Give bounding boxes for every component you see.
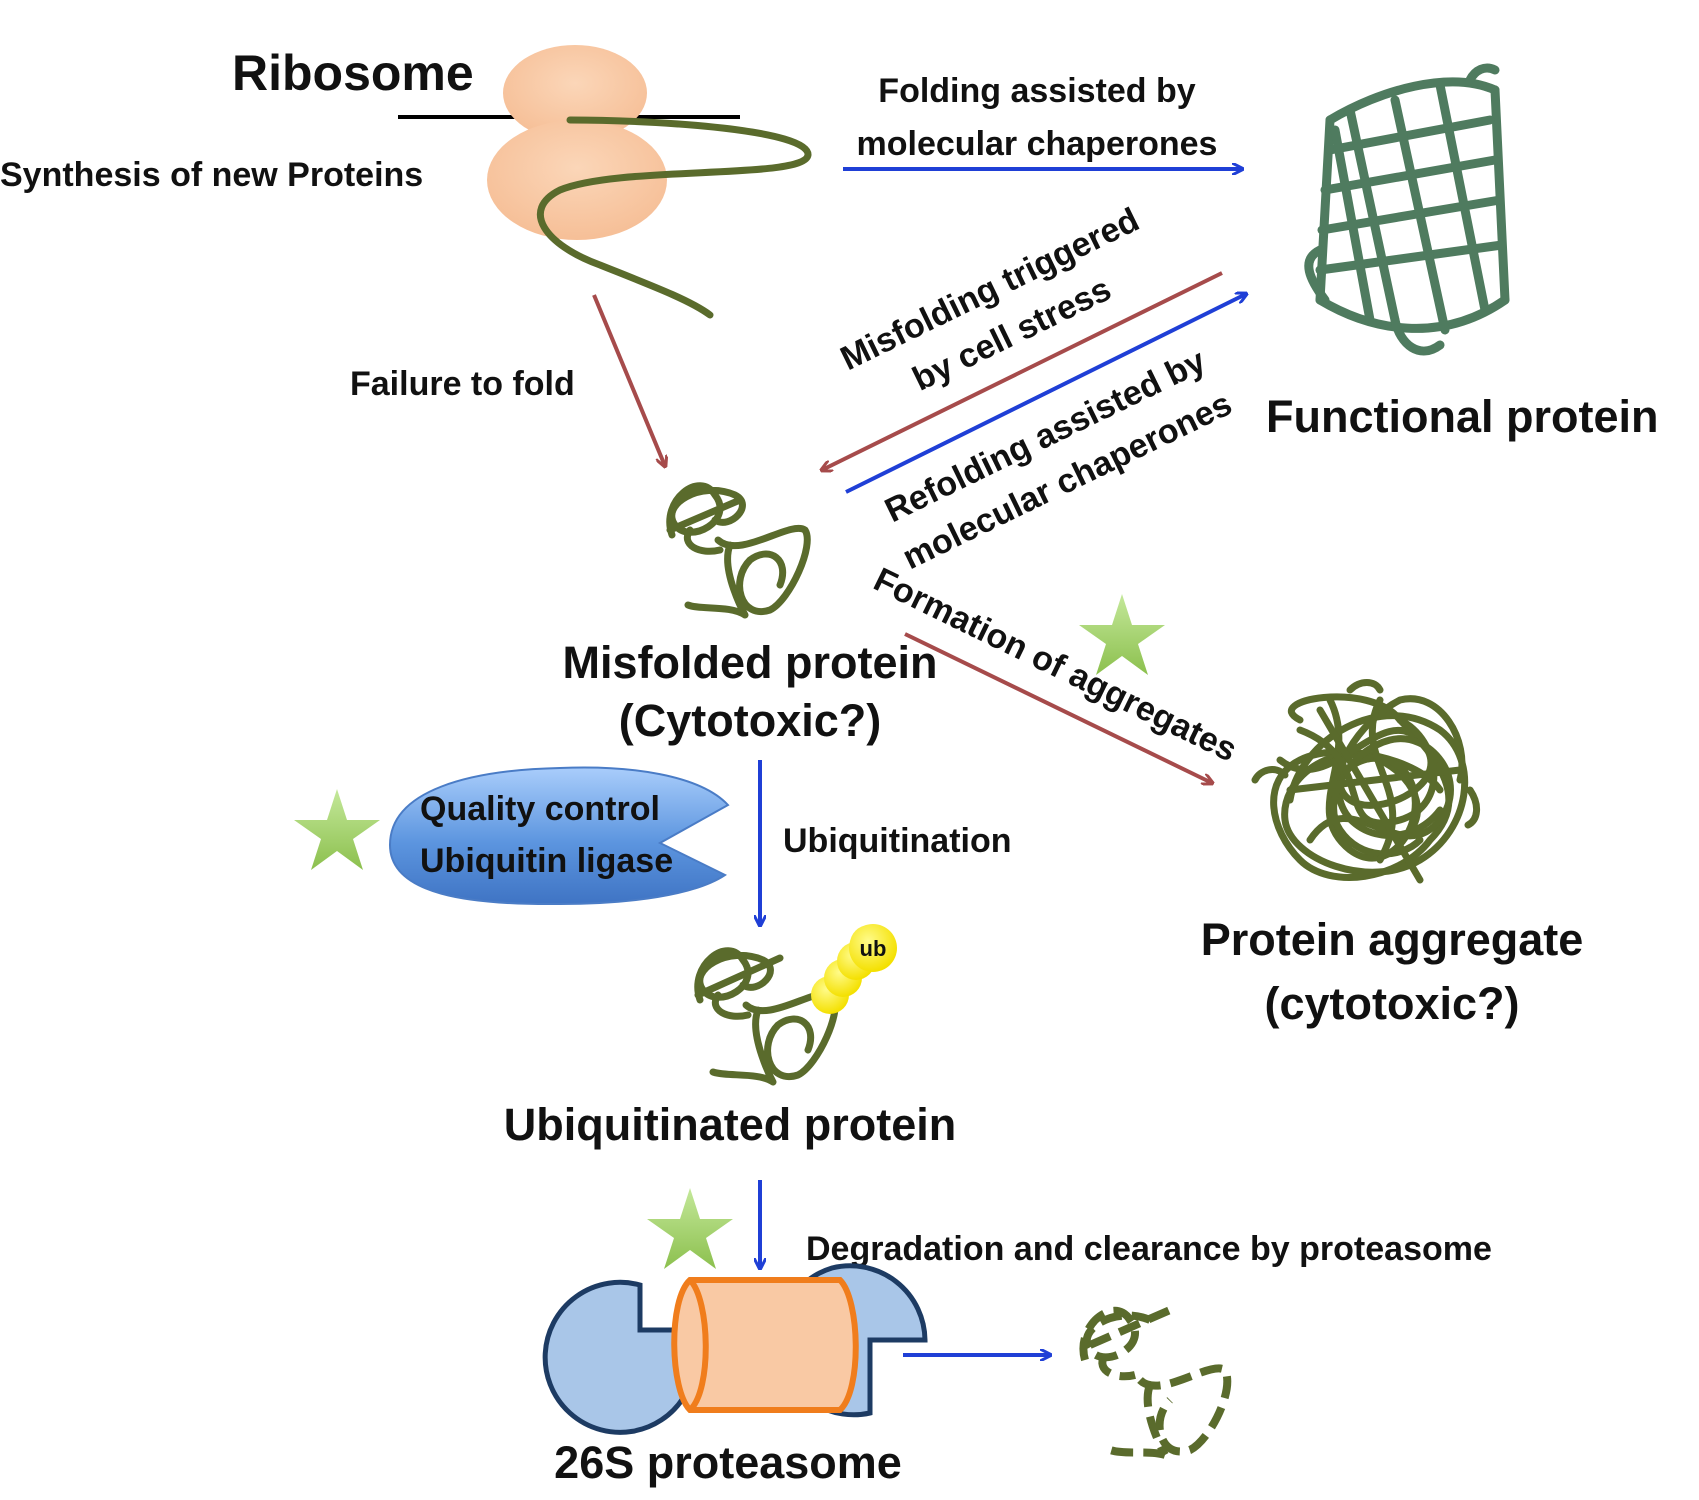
failure-label: Failure to fold [350,365,575,403]
proteasome-label: 26S proteasome [554,1437,902,1488]
misfolded-label-line1: Misfolded protein [563,637,938,688]
star-icon-quality-control [294,789,380,870]
ubiquitinated-protein-graphic: ub [694,924,897,1086]
proteasome-core [671,1277,859,1413]
quality-label-line2: Ubiquitin ligase [420,842,673,880]
ubiquitin-bead-top [849,924,897,972]
functional-protein-graphic [1304,63,1510,356]
folding-label-line2: molecular chaperones [857,125,1218,163]
misfolded-protein-graphic [666,482,811,619]
failure-arrow [592,294,665,466]
ribosome-label: Ribosome [232,45,474,101]
ubiquitination-label: Ubiquitination [783,822,1012,860]
refolding-arrow [845,294,1246,494]
ub-label: ub [860,936,887,961]
peptide-fragments-graphic [1079,1306,1232,1459]
ligase-shape [388,766,730,906]
quality-label-line1: Quality control [420,790,660,828]
aggregate-label-line1: Protein aggregate [1201,914,1584,965]
ribosome-graphic [398,45,812,319]
ubiquitinated-label: Ubiquitinated protein [504,1099,956,1150]
misfolding-arrow [822,271,1223,470]
star-icon-proteasome [647,1188,733,1269]
degradation-label: Degradation and clearance by proteasome [806,1230,1492,1268]
folding-label-line1: Folding assisted by [878,72,1195,110]
ribosome-large-subunit [487,120,667,240]
nascent-polypeptide [537,116,812,319]
proteasome-graphic [542,1263,928,1435]
functional-protein-label: Functional protein [1266,391,1658,442]
aggregation-arrow [904,632,1212,783]
synthesis-label: Synthesis of new Proteins [0,156,423,194]
quality-control-ligase: Quality control Ubiquitin ligase [388,766,730,906]
star-icon-aggregation [1079,594,1165,675]
ribosome-small-subunit [503,45,647,141]
misfolded-label-line2: (Cytotoxic?) [619,695,882,746]
protein-aggregate-graphic [1251,679,1480,884]
aggregate-label-line2: (cytotoxic?) [1264,978,1519,1029]
